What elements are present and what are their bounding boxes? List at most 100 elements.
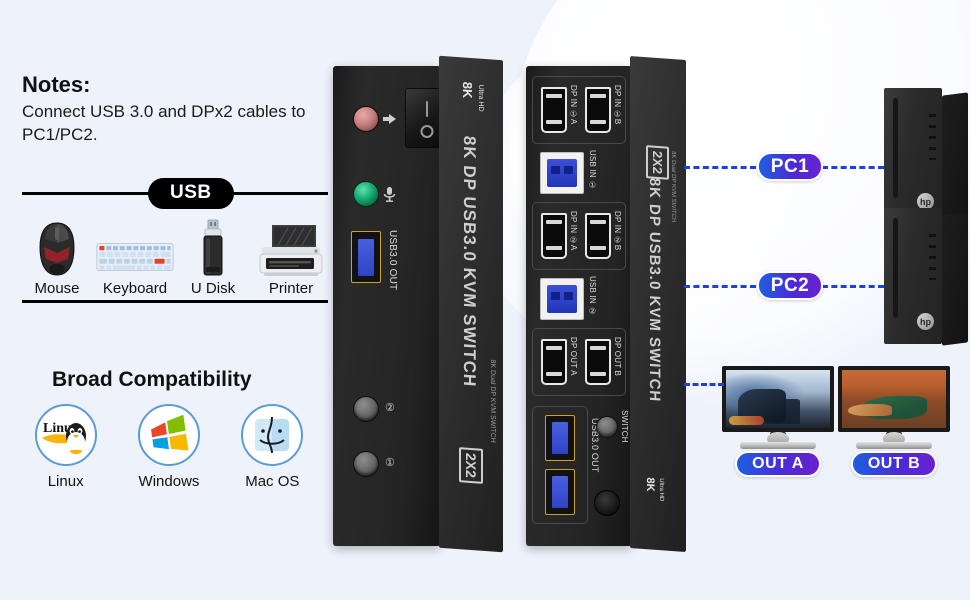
hp-logo-icon: hp bbox=[917, 193, 934, 210]
badge-pc2: PC2 bbox=[757, 271, 823, 300]
mouse-icon bbox=[18, 215, 96, 277]
port-dp-in-1a-label: DP IN ①A bbox=[569, 85, 578, 125]
rear-unit-bottom-text: 8K Dual DP KVM SWITCH bbox=[670, 150, 676, 223]
rear-usb3-out-label: USB3.0 OUT bbox=[590, 418, 600, 473]
usb-device-label: U Disk bbox=[190, 280, 236, 297]
channel-2-button[interactable] bbox=[353, 396, 379, 422]
monitor-b-content-image bbox=[842, 370, 946, 428]
notes-title: Notes: bbox=[22, 72, 91, 97]
usb-device-row: Mouse bbox=[18, 205, 330, 297]
windows-logo-icon bbox=[137, 404, 200, 466]
monitor-a-screen bbox=[722, 366, 834, 432]
usb3-out-group bbox=[532, 406, 588, 524]
port-usb-in-2-label: USB IN ② bbox=[588, 276, 597, 316]
compatibility-row: Linux Linux bbox=[14, 404, 324, 490]
rear-switch-label: SWITCH bbox=[620, 410, 629, 443]
front-unit-bottom-text: 8K Dual DP KVM SWITCH bbox=[489, 359, 496, 443]
usb-device-mouse: Mouse bbox=[18, 215, 96, 297]
macos-finder-icon bbox=[241, 404, 304, 466]
usb-device-udisk: U Disk bbox=[174, 215, 252, 297]
port-dp-out-a bbox=[541, 339, 567, 385]
monitor-b-base bbox=[856, 442, 932, 449]
port-dp-in-1b-label: DP IN ①B bbox=[613, 85, 622, 125]
dc-power-jack-icon bbox=[594, 490, 620, 516]
ultra-hd-logo-icon: 8K bbox=[460, 81, 475, 99]
port-usb3-out-1 bbox=[545, 415, 575, 461]
os-linux: Linux Linux bbox=[20, 404, 112, 490]
dash-pc2-left bbox=[684, 285, 756, 288]
port-usb-in-2 bbox=[540, 278, 584, 320]
channel-2-label: ② bbox=[385, 402, 395, 414]
dp-in-2-group: DP IN ②A DP IN ②B bbox=[532, 202, 626, 270]
pc2-tower: hp bbox=[884, 208, 968, 346]
notes-body: Connect USB 3.0 and DPx2 cables to PC1/P… bbox=[22, 102, 306, 145]
rear-unit-top-face: 8K DP USB3.0 KVM SWITCH 2X2 8K Dual DP K… bbox=[630, 56, 686, 552]
dp-in-1-group: DP IN ①A DP IN ①B bbox=[532, 76, 626, 144]
port-usb-in-1-label: USB IN ① bbox=[588, 150, 597, 190]
printer-icon bbox=[252, 215, 330, 277]
front-panel-face: ON/OFF USB3.0 OUT ② ① bbox=[333, 66, 467, 546]
kvm-switch-front-unit: ON/OFF USB3.0 OUT ② ① 8K Ultra HD 8K DP bbox=[333, 55, 503, 553]
rear-unit-2x2-badge: 2X2 bbox=[646, 145, 669, 180]
os-label: Windows bbox=[138, 473, 200, 490]
port-usb3-out-2 bbox=[545, 469, 575, 515]
usb-section-label: USB bbox=[148, 178, 234, 209]
front-unit-top-face: 8K Ultra HD 8K DP USB3.0 KVM SWITCH 2X2 … bbox=[439, 55, 503, 553]
monitor-out-a bbox=[722, 366, 834, 449]
dash-pc1-right bbox=[822, 166, 884, 169]
os-label: Mac OS bbox=[245, 473, 300, 490]
front-usb3-out-port bbox=[351, 231, 381, 283]
keyboard-icon bbox=[96, 215, 174, 277]
channel-1-button[interactable] bbox=[353, 451, 379, 477]
port-dp-in-2a bbox=[541, 213, 567, 259]
badge-out-b: OUT B bbox=[851, 451, 937, 477]
linux-logo-icon: Linux bbox=[34, 404, 97, 466]
front-unit-2x2-badge: 2X2 bbox=[459, 447, 483, 484]
rear-switch-button[interactable] bbox=[596, 416, 618, 438]
port-dp-in-2b-label: DP IN ②B bbox=[613, 211, 622, 251]
usb-flash-drive-icon bbox=[174, 215, 252, 277]
dp-out-group: DP OUT A DP OUT B bbox=[532, 328, 626, 396]
dash-out-a bbox=[684, 383, 724, 386]
mic-symbol-icon bbox=[383, 187, 396, 202]
rear-ultra-hd-sub-label: Ultra HD bbox=[658, 478, 664, 502]
kvm-switch-rear-unit: DP IN ①A DP IN ①B USB IN ① DP IN ②A DP I… bbox=[526, 56, 686, 552]
port-dp-in-1a bbox=[541, 87, 567, 133]
port-dp-in-2a-label: DP IN ②A bbox=[569, 211, 578, 251]
port-dp-out-a-label: DP OUT A bbox=[569, 337, 578, 376]
hp-logo-icon: hp bbox=[917, 313, 934, 330]
usb-device-keyboard: Keyboard bbox=[96, 215, 174, 297]
usb-device-label: Printer bbox=[268, 280, 314, 297]
usb-section-bottom-divider bbox=[22, 300, 328, 303]
os-label: Linux bbox=[47, 473, 84, 490]
badge-pc1: PC1 bbox=[757, 152, 823, 181]
port-usb-in-1 bbox=[540, 152, 584, 194]
badge-out-a: OUT A bbox=[735, 451, 821, 477]
headphone-jack-icon bbox=[353, 106, 379, 132]
monitor-a-content-image bbox=[726, 370, 830, 428]
rear-panel-face: DP IN ①A DP IN ①B USB IN ① DP IN ②A DP I… bbox=[526, 66, 632, 546]
dash-pc2-right bbox=[822, 285, 884, 288]
mic-jack-icon bbox=[353, 181, 379, 207]
front-usb3-out-label: USB3.0 OUT bbox=[387, 230, 398, 291]
os-windows: Windows bbox=[123, 404, 215, 490]
dash-pc1-left bbox=[684, 166, 756, 169]
usb-device-printer: Printer bbox=[252, 215, 330, 297]
headphone-symbol-icon bbox=[383, 114, 396, 124]
pc1-tower: hp bbox=[884, 88, 968, 226]
monitor-a-base bbox=[740, 442, 816, 449]
rear-unit-model-text: 8K DP USB3.0 KVM SWITCH bbox=[646, 177, 663, 403]
usb-device-label: Mouse bbox=[34, 280, 80, 297]
port-dp-out-b bbox=[585, 339, 611, 385]
front-unit-model-text: 8K DP USB3.0 KVM SWITCH bbox=[460, 135, 479, 388]
os-macos: Mac OS bbox=[226, 404, 318, 490]
compatibility-title: Broad Compatibility bbox=[52, 368, 252, 391]
rear-ultra-hd-logo-icon: 8K bbox=[644, 477, 656, 492]
monitor-b-screen bbox=[838, 366, 950, 432]
ultra-hd-sub-label: Ultra HD bbox=[477, 84, 484, 112]
port-dp-in-1b bbox=[585, 87, 611, 133]
port-dp-in-2b bbox=[585, 213, 611, 259]
port-dp-out-b-label: DP OUT B bbox=[613, 337, 622, 377]
monitor-out-b bbox=[838, 366, 950, 449]
